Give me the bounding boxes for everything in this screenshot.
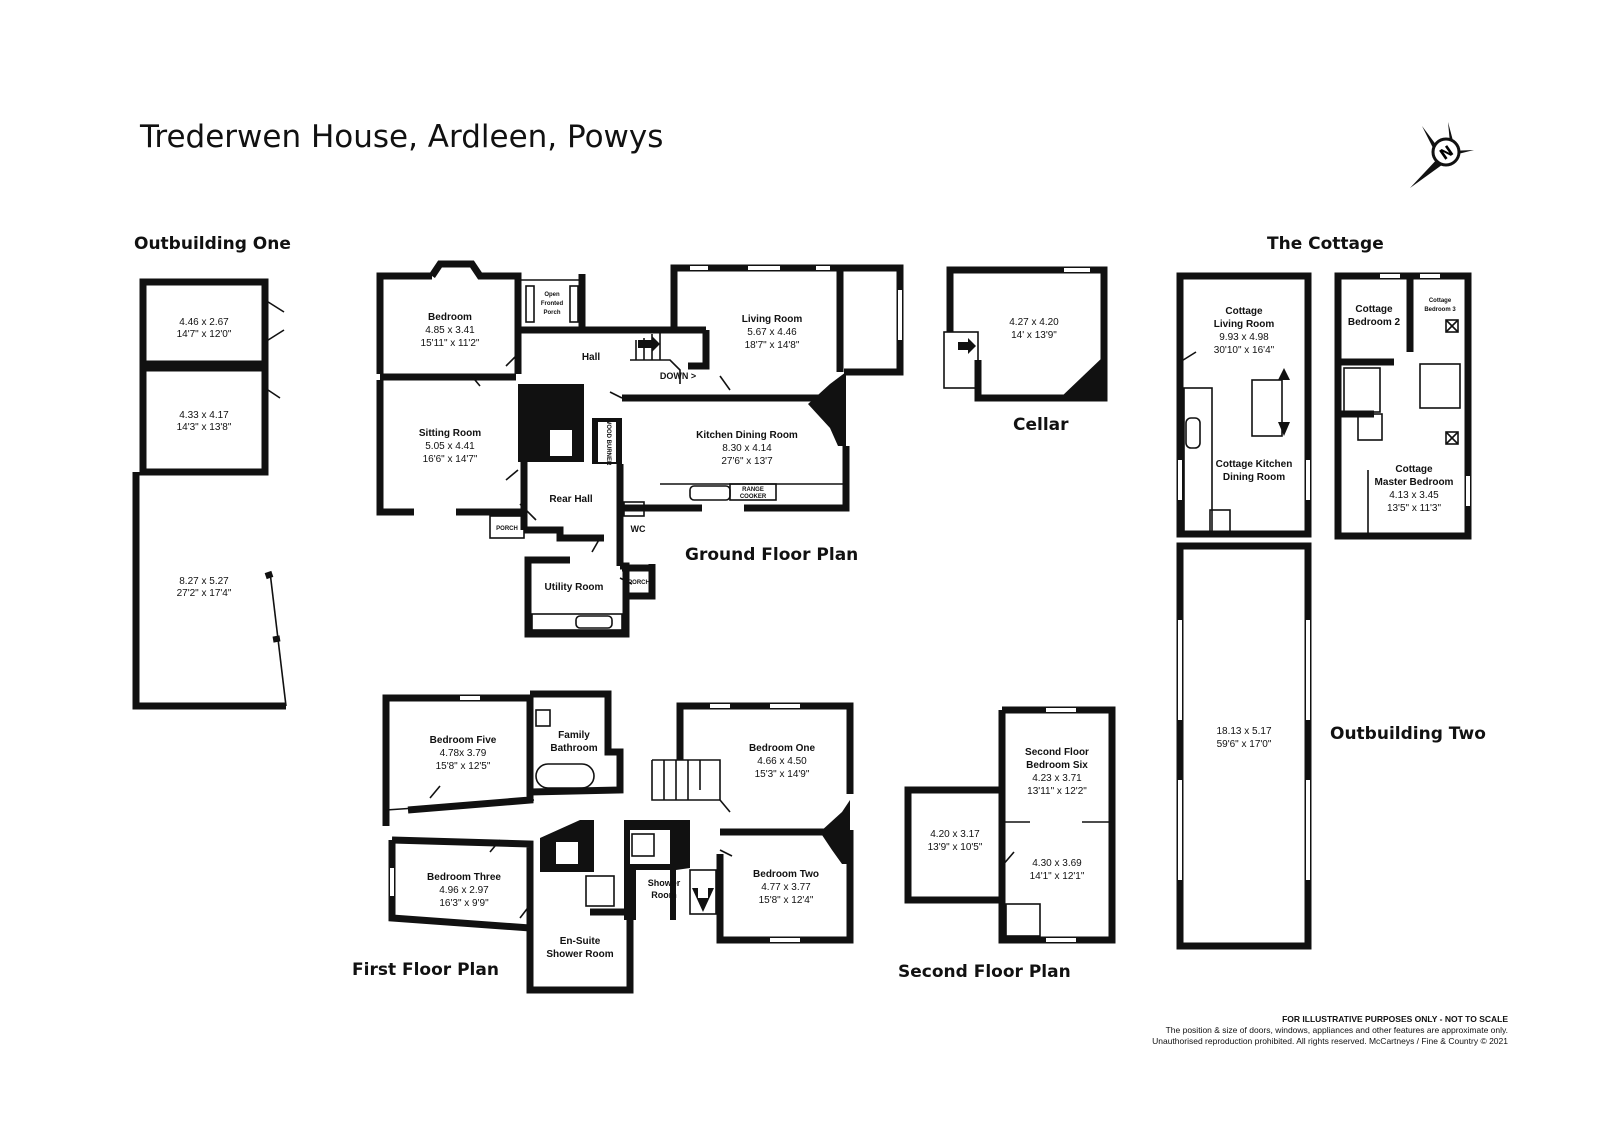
bedroom-two-imperial: 15'8" x 12'4" — [759, 895, 814, 906]
outbuilding-one-room-a-imperial: 14'7" x 12'0" — [177, 329, 232, 340]
cottage-master-imperial: 13'5" x 11'3" — [1387, 503, 1442, 514]
range-cooker-line1: RANGE — [742, 487, 764, 493]
cottage-master-metric: 4.13 x 3.45 — [1389, 490, 1439, 501]
wood-burner-label: WOOD BURNER — [605, 419, 611, 466]
cottage-bed3-line1: Cottage — [1429, 298, 1452, 304]
bedroom-six-line1: Second Floor — [1025, 747, 1089, 758]
outbuilding-two-metric: 18.13 x 5.17 — [1216, 726, 1271, 737]
porch-left-label: PORCH — [496, 526, 518, 532]
bedroom-one-metric: 4.66 x 4.50 — [757, 756, 807, 767]
bedroom-six-imperial: 13'11" x 12'2" — [1027, 786, 1087, 797]
sitting-room-imperial: 16'6" x 14'7" — [423, 454, 478, 465]
first-floor-plan — [382, 690, 854, 994]
family-bathroom-line2: Bathroom — [550, 743, 597, 754]
cottage-plan — [1176, 272, 1472, 540]
bedroom-three-imperial: 16'3" x 9'9" — [439, 898, 489, 909]
kitchen-metric: 8.30 x 4.14 — [722, 443, 772, 454]
cottage-living-line1: Cottage — [1225, 306, 1263, 317]
heading-second-floor: Second Floor Plan — [898, 962, 1071, 982]
cellar-room-metric: 4.27 x 4.20 — [1009, 317, 1059, 328]
cottage-master-line2: Master Bedroom — [1375, 477, 1454, 488]
bedroom-six-metric: 4.23 x 3.71 — [1032, 773, 1082, 784]
heading-ground-floor: Ground Floor Plan — [685, 545, 858, 565]
cottage-kitchen-line2: Dining Room — [1223, 472, 1285, 483]
outbuilding-one-plan — [132, 278, 287, 710]
kitchen-imperial: 27'6" x 13'7 — [721, 456, 773, 467]
down-label: DOWN > — [660, 371, 696, 381]
disclaimer-line2: The position & size of doors, windows, a… — [1166, 1025, 1508, 1035]
bedroom-three-metric: 4.96 x 2.97 — [439, 885, 489, 896]
heading-first-floor: First Floor Plan — [352, 960, 499, 980]
sitting-room-name: Sitting Room — [419, 428, 481, 439]
cottage-living-imperial: 30'10" x 16'4" — [1214, 345, 1275, 356]
open-porch-line1: Open — [544, 292, 560, 298]
open-porch-line2: Fronted — [541, 301, 564, 307]
outbuilding-one-room-b-imperial: 14'3" x 13'8" — [177, 422, 232, 433]
utility-room-label: Utility Room — [545, 582, 604, 593]
second-lower-metric: 4.30 x 3.69 — [1032, 858, 1082, 869]
ground-floor-plan — [376, 260, 904, 638]
cottage-bed3-line2: Bedroom 3 — [1424, 307, 1456, 313]
range-cooker-line2: COOKER — [740, 494, 767, 500]
compass-icon: N — [1410, 122, 1474, 188]
cellar-room-imperial: 14' x 13'9" — [1011, 330, 1057, 341]
open-porch-line3: Porch — [543, 310, 560, 316]
cottage-bed2-line2: Bedroom 2 — [1348, 317, 1401, 328]
wc-label: WC — [631, 524, 646, 534]
ensuite-line1: En-Suite — [560, 936, 601, 947]
family-bathroom-line1: Family — [558, 730, 590, 741]
outbuilding-one-room-a-metric: 4.46 x 2.67 — [179, 317, 229, 328]
heading-outbuilding-two: Outbuilding Two — [1330, 724, 1486, 744]
bedroom-five-metric: 4.78x 3.79 — [440, 748, 487, 759]
bedroom-six-line2: Bedroom Six — [1026, 760, 1088, 771]
cellar-plan — [943, 266, 1108, 402]
kitchen-name: Kitchen Dining Room — [696, 430, 798, 441]
bedroom-one-name: Bedroom One — [749, 743, 816, 754]
ensuite-line2: Shower Room — [546, 949, 613, 960]
cottage-bed2-line1: Cottage — [1355, 304, 1393, 315]
bedroom-three-name: Bedroom Three — [427, 872, 501, 883]
second-floor-plan — [904, 706, 1116, 944]
bedroom-two-metric: 4.77 x 3.77 — [761, 882, 811, 893]
heading-outbuilding-one: Outbuilding One — [134, 234, 291, 254]
disclaimer-line3: Unauthorised reproduction prohibited. Al… — [1152, 1036, 1508, 1046]
bedroom-five-name: Bedroom Five — [430, 735, 497, 746]
second-lower-imperial: 14'1" x 12'1" — [1030, 871, 1085, 882]
heading-the-cottage: The Cottage — [1267, 234, 1384, 254]
second-left-metric: 4.20 x 3.17 — [930, 829, 980, 840]
ground-bedroom-name: Bedroom — [428, 312, 472, 323]
outbuilding-one-room-b-metric: 4.33 x 4.17 — [179, 410, 229, 421]
bedroom-two-name: Bedroom Two — [753, 869, 819, 880]
living-room-metric: 5.67 x 4.46 — [747, 327, 797, 338]
living-room-imperial: 18'7" x 14'8" — [745, 340, 800, 351]
shower-room-line2: Room — [651, 890, 677, 900]
living-room-name: Living Room — [742, 314, 803, 325]
sitting-room-metric: 5.05 x 4.41 — [425, 441, 475, 452]
second-left-imperial: 13'9" x 10'5" — [928, 842, 983, 853]
outbuilding-two-imperial: 59'6" x 17'0" — [1217, 739, 1272, 750]
ground-bedroom-metric: 4.85 x 3.41 — [425, 325, 475, 336]
heading-cellar: Cellar — [1013, 415, 1069, 435]
outbuilding-one-room-c-metric: 8.27 x 5.27 — [179, 576, 229, 587]
rear-hall-label: Rear Hall — [549, 494, 593, 505]
outbuilding-two-plan — [1176, 542, 1312, 950]
cottage-living-line2: Living Room — [1214, 319, 1275, 330]
page-title: Trederwen House, Ardleen, Powys — [139, 119, 663, 155]
shower-room-line1: Shower — [648, 878, 681, 888]
porch-right-label: PORCH — [628, 580, 650, 586]
cottage-kitchen-line1: Cottage Kitchen — [1216, 459, 1293, 470]
cottage-master-line1: Cottage — [1395, 464, 1433, 475]
cottage-living-metric: 9.93 x 4.98 — [1219, 332, 1269, 343]
outbuilding-one-room-c-imperial: 27'2" x 17'4" — [177, 588, 232, 599]
bedroom-five-imperial: 15'8" x 12'5" — [436, 761, 491, 772]
ground-bedroom-imperial: 15'11" x 11'2" — [421, 338, 480, 349]
bedroom-one-imperial: 15'3" x 14'9" — [755, 769, 810, 780]
hall-label: Hall — [582, 352, 601, 363]
disclaimer-line1: FOR ILLUSTRATIVE PURPOSES ONLY - NOT TO … — [1282, 1014, 1508, 1024]
